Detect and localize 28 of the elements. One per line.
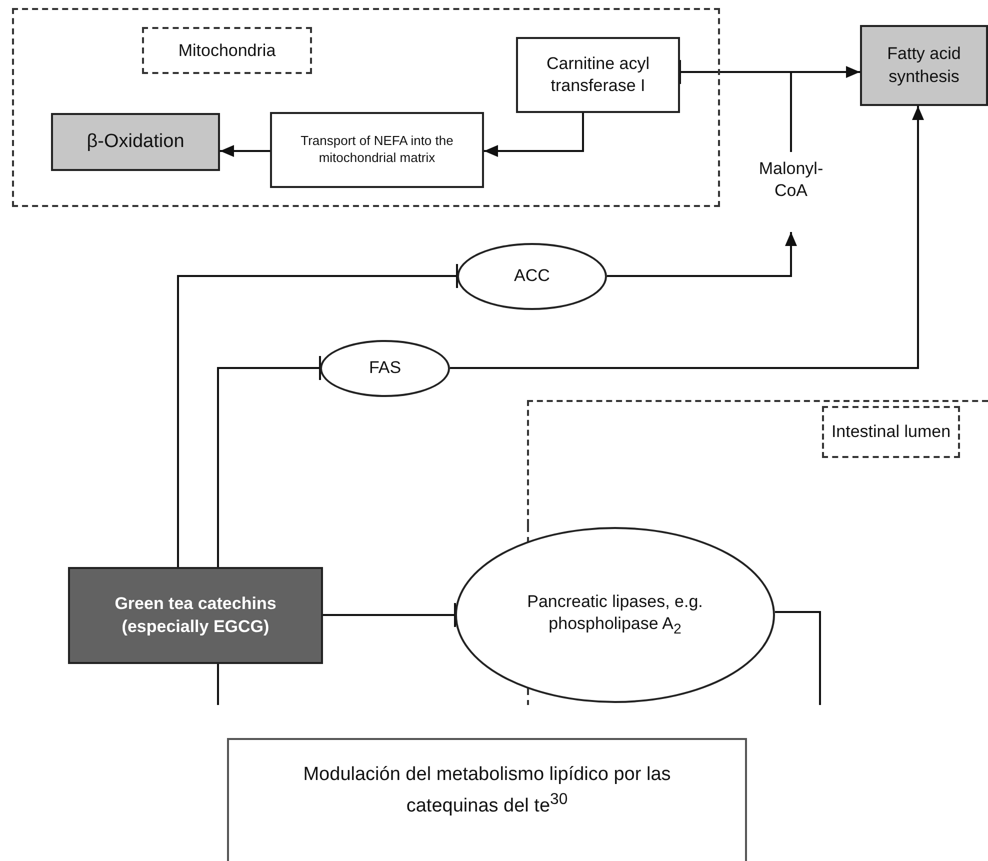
connector-line bbox=[217, 664, 219, 705]
node-label: FAS bbox=[368, 357, 402, 380]
region-box bbox=[527, 400, 988, 525]
node-label: Green tea catechins (especially EGCG) bbox=[114, 593, 278, 638]
connector-line bbox=[775, 611, 821, 705]
region-label: Intestinal lumen bbox=[822, 406, 960, 458]
node-label: ACC bbox=[513, 265, 551, 288]
inhibition-line bbox=[217, 355, 321, 567]
process-box bbox=[516, 37, 680, 113]
node-label: β-Oxidation bbox=[86, 130, 186, 154]
arrow bbox=[450, 106, 924, 369]
inhibition-line bbox=[323, 602, 456, 628]
process-box bbox=[860, 25, 988, 106]
node-label: Fatty acid synthesis bbox=[886, 43, 962, 88]
arrow bbox=[220, 145, 270, 157]
region-label: Mitochondria bbox=[142, 27, 312, 74]
caption: Modulación del metabolismo lipídico por las catequinas del te$^{30}$ bbox=[227, 738, 747, 861]
process-box bbox=[51, 113, 220, 171]
process-box bbox=[270, 112, 484, 188]
node-label: Pancreatic lipases, e.g. phospholipase A$_{2}$ bbox=[526, 591, 704, 639]
node-label: Transport of NEFA into the mitochondrial matrix bbox=[300, 133, 454, 167]
region-box bbox=[12, 8, 720, 207]
arrow bbox=[484, 113, 584, 157]
inhibition-line bbox=[177, 263, 458, 567]
process-box bbox=[68, 567, 323, 664]
metabolite-text: Malonyl-CoA bbox=[758, 158, 824, 202]
arrow bbox=[607, 232, 797, 277]
node-label: Carnitine acyl transferase I bbox=[546, 52, 650, 97]
